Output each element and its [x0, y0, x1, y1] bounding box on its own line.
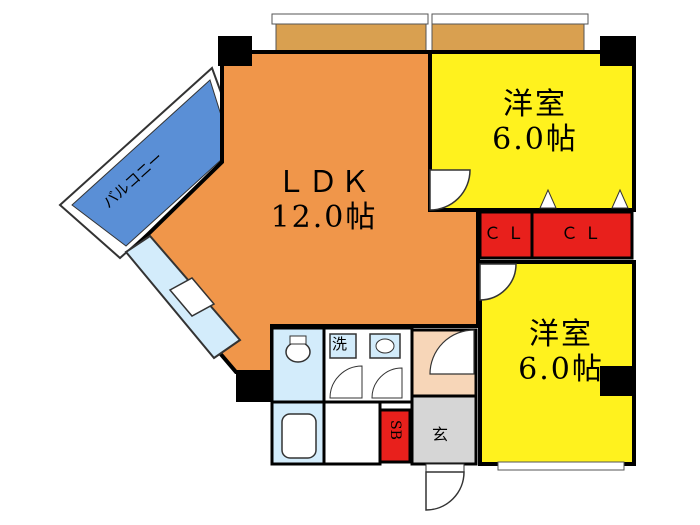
door-swing-bottom-room	[479, 263, 517, 301]
balcony-area	[58, 66, 244, 260]
western-room-top-label: 洋室 6.0帖	[470, 87, 600, 157]
ldk-size: 12.0帖	[270, 199, 378, 235]
wet-area	[270, 326, 414, 466]
ldk-label: ＬＤＫ 12.0帖	[254, 165, 394, 235]
wall-pillars	[218, 36, 636, 402]
top-windows	[271, 13, 589, 55]
closet-right-label: ＣＬ	[561, 224, 607, 244]
shoe-box-label: SB	[387, 420, 404, 440]
western-room-bottom	[478, 260, 636, 466]
entrance-door	[425, 463, 465, 511]
kitchen-counter	[124, 234, 242, 360]
ldk-name: ＬＤＫ	[276, 165, 372, 200]
closet-door-marks	[539, 188, 629, 209]
western-room-bottom-size: 6.0帖	[518, 351, 604, 387]
entrance-label: 玄	[432, 425, 449, 444]
western-room-top-name: 洋室	[503, 87, 567, 122]
western-room-bottom-label: 洋室 6.0帖	[496, 317, 626, 387]
closet-left-label: ＣＬ	[484, 224, 530, 244]
western-room-top-size: 6.0帖	[492, 121, 578, 157]
washer-label: 洗	[332, 335, 348, 353]
door-swing-top-room	[429, 169, 471, 211]
closet-right	[530, 210, 634, 260]
western-room-bottom-name: 洋室	[529, 317, 593, 352]
shoe-box	[378, 408, 412, 464]
